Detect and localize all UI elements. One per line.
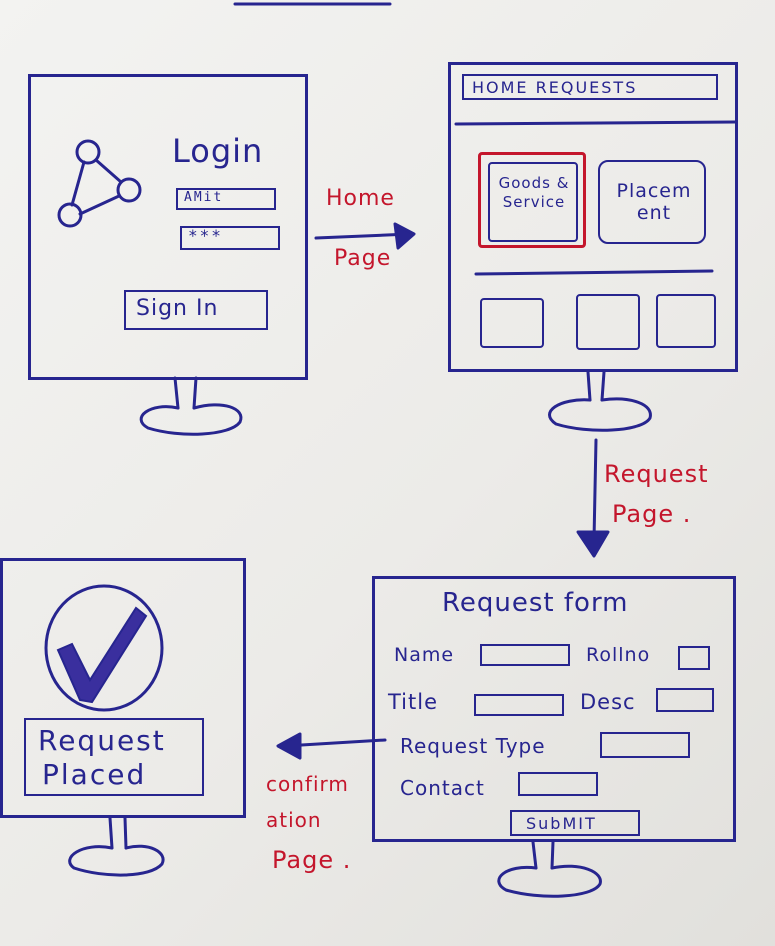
arrow-to-request-label-line1: Request — [604, 460, 709, 488]
sign-in-label: Sign In — [136, 296, 219, 321]
goods-tile-highlight — [478, 152, 586, 248]
arrow-to-confirm-label-line3: Page . — [272, 846, 352, 874]
home-header-title: HOME REQUESTS — [472, 78, 638, 97]
desc-label: Desc — [580, 690, 636, 714]
home-screen-frame — [448, 62, 738, 372]
confirm-monitor-base — [68, 844, 165, 877]
request-monitor-neck — [531, 840, 555, 870]
login-monitor-neck — [173, 376, 198, 410]
submit-label: SubMIT — [526, 814, 597, 833]
request-type-label: Request Type — [400, 734, 546, 758]
request-form-frame — [372, 576, 736, 842]
placement-tile[interactable]: Placem ent — [598, 160, 706, 244]
request-type-input[interactable] — [600, 732, 690, 758]
arrow-to-home-label-line1: Home — [326, 186, 395, 211]
request-monitor-base — [497, 864, 602, 898]
confirmation-screen-frame — [0, 558, 246, 818]
arrow-to-confirm-label-line2: ation — [266, 808, 322, 832]
submit-button[interactable]: SubMIT — [510, 810, 640, 836]
home-section-divider — [474, 269, 714, 276]
request-placed-line1: Request — [38, 724, 166, 757]
request-placed-box: Request Placed — [24, 718, 204, 796]
sign-in-button[interactable]: Sign In — [124, 290, 268, 330]
username-field[interactable]: AMit — [176, 188, 276, 210]
home-empty-tile-3[interactable] — [656, 294, 716, 348]
contact-label: Contact — [400, 776, 485, 800]
arrow-to-home-label-line2: Page — [334, 246, 392, 271]
arrow-to-request-head — [576, 530, 610, 558]
home-empty-tile-2[interactable] — [576, 294, 640, 350]
name-input[interactable] — [480, 644, 570, 666]
home-monitor-neck — [586, 370, 606, 402]
request-form-title: Request form — [442, 588, 629, 618]
check-mark-icon — [56, 606, 148, 704]
arrow-to-confirm-label-line1: confirm — [266, 772, 349, 796]
confirm-monitor-neck — [108, 816, 128, 850]
network-logo-icon — [57, 139, 142, 228]
rollno-input[interactable] — [678, 646, 710, 670]
password-field[interactable]: *** — [180, 226, 280, 250]
contact-input[interactable] — [518, 772, 598, 796]
arrow-to-confirm-shaft — [283, 738, 387, 748]
placement-label: Placem ent — [616, 180, 692, 224]
home-empty-tile-1[interactable] — [480, 298, 544, 348]
title-input[interactable] — [474, 694, 564, 716]
login-screen-frame — [28, 74, 308, 380]
title-label: Title — [388, 690, 439, 714]
arrow-to-confirm-head — [276, 732, 302, 760]
check-circle-outline — [44, 584, 164, 712]
login-title: Login — [172, 132, 264, 170]
arrow-to-request-shaft — [592, 438, 598, 542]
desc-input[interactable] — [656, 688, 714, 712]
home-monitor-base — [548, 397, 652, 432]
goods-service-label: Goods & Service — [498, 174, 570, 211]
arrow-to-home-head — [393, 222, 416, 250]
name-label: Name — [394, 644, 455, 666]
goods-service-tile[interactable]: Goods & Service — [488, 162, 578, 242]
arrow-to-home-shaft — [314, 232, 412, 240]
rollno-label: Rollno — [586, 644, 651, 666]
arrow-to-request-label-line2: Page . — [612, 500, 692, 528]
login-monitor-base — [139, 403, 243, 436]
home-header-bar: HOME REQUESTS — [462, 74, 718, 100]
request-placed-line2: Placed — [42, 758, 147, 791]
home-header-divider — [454, 120, 737, 126]
